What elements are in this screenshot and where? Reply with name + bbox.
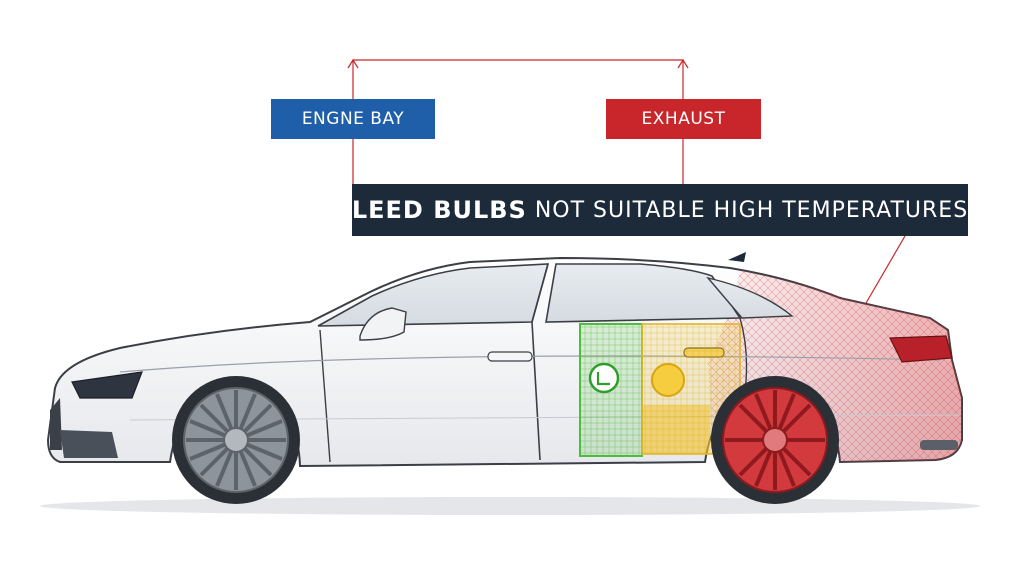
engine-bay-label: ENGNE BAY: [271, 99, 435, 139]
rear-wheel-hot: [711, 376, 839, 504]
banner-text: NOT SUITABLE HIGH TEMPERATURES: [534, 197, 969, 223]
banner-bold-text: LEED BULBS: [351, 196, 527, 224]
warning-banner: LEED BULBS NOT SUITABLE HIGH TEMPERATURE…: [352, 184, 968, 236]
exhaust-label: EXHAUST: [606, 99, 761, 139]
vehicle-side-view: [46, 252, 963, 468]
ground-shadow: [40, 497, 980, 515]
yellow-circle-icon: [651, 363, 685, 397]
heat-zones: [579, 323, 741, 457]
front-wheel: [172, 376, 300, 504]
green-circle-icon: [588, 362, 620, 394]
